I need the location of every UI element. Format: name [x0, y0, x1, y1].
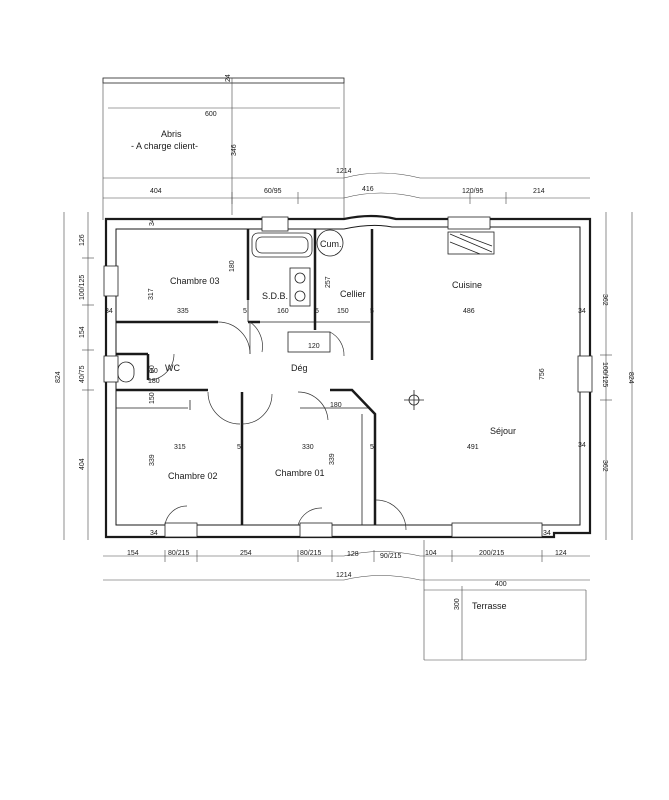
room-sdb: S.D.B. — [262, 291, 288, 301]
top-dim-416: 416 — [362, 186, 374, 193]
partition-5-d: 5 — [237, 444, 241, 451]
left-dim-154: 154 — [79, 326, 86, 338]
top-dim-6095: 60/95 — [264, 188, 282, 195]
chambre03-dim-h: 317 — [148, 288, 155, 300]
bottom-dim-124: 124 — [555, 550, 567, 557]
room-chambre-02: Chambre 02 — [168, 471, 218, 481]
bottom-dim-254: 254 — [240, 550, 252, 557]
doors — [147, 321, 407, 531]
wc-dim-90: 90 — [149, 365, 156, 373]
bottom-dim-80215b: 80/215 — [300, 550, 322, 557]
toilet-icon — [117, 361, 135, 383]
right-dimension-lines — [600, 212, 633, 540]
wc-dim-180: 180 — [148, 378, 160, 385]
right-dim-824: 824 — [627, 372, 634, 384]
bottom-dim-128: 128 — [347, 551, 359, 558]
abris-dim-height: 346 — [231, 144, 238, 156]
room-terrasse: Terrasse — [472, 601, 507, 611]
chambre03-dim-180: 180 — [229, 260, 236, 272]
sejour-dim-w: 491 — [467, 444, 479, 451]
bottom-dim-90215: 90/215 — [380, 553, 402, 560]
right-dim-362a: 362 — [601, 294, 608, 306]
room-cumulus: Cum. — [320, 239, 342, 249]
abris-note: - A charge client- — [131, 141, 198, 151]
terrasse-outline — [423, 540, 587, 661]
cuisine-dim-w: 486 — [463, 308, 475, 315]
chambre03-dim-w: 335 — [177, 308, 189, 315]
cellier-dim-h: 257 — [325, 276, 332, 288]
left-dim-126: 126 — [79, 234, 86, 246]
double-sink-icon — [289, 267, 311, 307]
room-cuisine: Cuisine — [452, 280, 482, 290]
terrasse-dim-w: 400 — [495, 581, 507, 588]
fixtures — [117, 229, 495, 410]
chambre01-dim-w: 330 — [302, 444, 314, 451]
room-degagement: Dég — [291, 363, 308, 373]
windows — [103, 216, 593, 538]
room-wc: WC — [165, 363, 180, 373]
partition-5-a: 5 — [243, 308, 247, 315]
abris-label: Abris — [161, 129, 182, 139]
bottom-dim-104: 104 — [425, 550, 437, 557]
top-dim-12095: 120/95 — [462, 188, 484, 195]
chambre01-dim-h: 339 — [329, 453, 336, 465]
cellier-dim-w: 150 — [337, 308, 349, 315]
wall-thickness-bottom-right: 34 — [543, 530, 551, 537]
bottom-dimension-lines — [103, 550, 590, 581]
right-dim-100125: 100/125 — [601, 362, 608, 387]
bathtub-icon — [251, 232, 313, 258]
wall-thickness-left-1: 34 — [105, 308, 113, 315]
interior-partitions — [116, 229, 377, 525]
left-dim-824: 824 — [55, 371, 62, 383]
sdb-dim-w: 160 — [277, 308, 289, 315]
abris-dim-width: 600 — [205, 111, 217, 118]
partition-5-e: 5 — [370, 444, 374, 451]
partition-5-b: 5 — [315, 308, 319, 315]
left-dim-100125: 100/125 — [79, 275, 86, 300]
left-dimension-lines — [63, 212, 94, 540]
terrasse-dim-h: 300 — [454, 598, 461, 610]
total-top-dim: 1214 — [336, 168, 352, 175]
partition-5-c: 5 — [370, 308, 374, 315]
room-chambre-01: Chambre 01 — [275, 468, 325, 478]
wall-thickness-bottom-left: 34 — [150, 530, 158, 537]
chambre02-dim-h: 339 — [149, 454, 156, 466]
deg-dim-120: 120 — [308, 343, 320, 350]
left-dim-404: 404 — [79, 458, 86, 470]
bottom-dim-154: 154 — [127, 550, 139, 557]
deg-dim-180: 180 — [330, 402, 342, 409]
bottom-dim-80215a: 80/215 — [168, 550, 190, 557]
room-cellier: Cellier — [340, 289, 366, 299]
top-dim-214: 214 — [533, 188, 545, 195]
abris-dim-top: 24 — [225, 74, 232, 82]
sejour-dim-h: 756 — [539, 368, 546, 380]
water-heater-icon — [316, 229, 344, 257]
right-dim-362b: 362 — [601, 460, 608, 472]
chambre02-dim-w: 315 — [174, 444, 186, 451]
exterior-walls — [104, 214, 592, 539]
partition-10: 10 — [150, 368, 158, 375]
top-dimension-lines — [103, 172, 590, 204]
room-chambre-03: Chambre 03 — [170, 276, 220, 286]
deg-dim-150: 150 — [149, 392, 156, 404]
wall-thickness-right-2: 34 — [578, 442, 586, 449]
top-dim-404: 404 — [150, 188, 162, 195]
wall-thickness-top-left: 34 — [149, 218, 156, 226]
wall-thickness-right-1: 34 — [578, 308, 586, 315]
room-sejour: Séjour — [490, 426, 516, 436]
total-bottom-dim: 1214 — [336, 572, 352, 579]
left-dim-4075: 40/75 — [79, 365, 86, 383]
bottom-dim-200215: 200/215 — [479, 550, 504, 557]
